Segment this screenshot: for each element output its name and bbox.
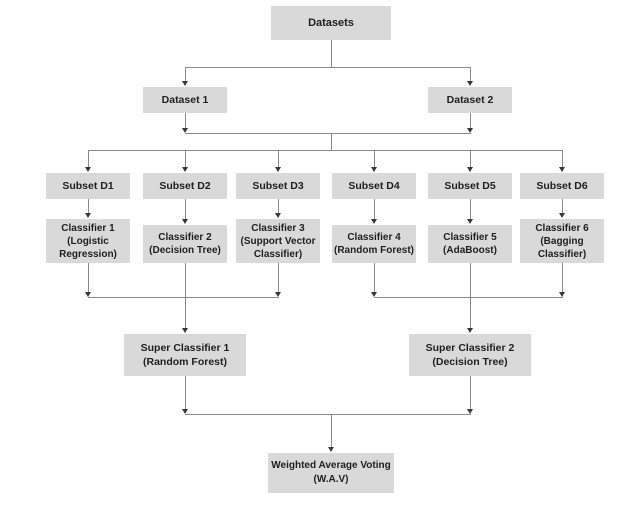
node-classifier-6: Classifier 6 (Bagging Classifier) — [520, 219, 604, 263]
node-classifier-5: Classifier 5 (AdaBoost) — [428, 225, 512, 263]
node-subset-d1: Subset D1 — [46, 173, 130, 199]
connector-line — [374, 297, 563, 298]
connector-line — [470, 113, 471, 128]
connector-arrowhead — [467, 219, 473, 224]
connector-arrowhead — [182, 219, 188, 224]
node-subset-d2: Subset D2 — [143, 173, 227, 199]
node-super-classifier-2: Super Classifier 2 (Decision Tree) — [409, 334, 531, 376]
connector-line — [278, 263, 279, 292]
node-datasets: Datasets — [271, 6, 391, 40]
connector-arrowhead — [182, 409, 188, 414]
connector-arrowhead — [467, 409, 473, 414]
connector-line — [278, 150, 279, 167]
connector-line — [562, 150, 563, 167]
connector-line — [185, 133, 471, 134]
node-classifier-3: Classifier 3 (Support Vector Classifier) — [236, 219, 320, 263]
connector-arrowhead — [467, 128, 473, 133]
connector-arrowhead — [467, 167, 473, 172]
connector-line — [470, 376, 471, 409]
connector-arrowhead — [182, 128, 188, 133]
connector-line — [278, 199, 279, 213]
connector-line — [562, 263, 563, 292]
connector-line — [88, 297, 279, 298]
connector-line — [185, 376, 186, 409]
connector-line — [470, 297, 471, 328]
connector-arrowhead — [467, 328, 473, 333]
connector-line — [185, 199, 186, 219]
connector-arrowhead — [182, 81, 188, 86]
connector-line — [374, 263, 375, 292]
connector-arrowhead — [371, 292, 377, 297]
connector-line — [374, 199, 375, 219]
connector-line — [331, 40, 332, 67]
connector-arrowhead — [275, 213, 281, 218]
connector-arrowhead — [559, 213, 565, 218]
node-super-classifier-1: Super Classifier 1 (Random Forest) — [124, 334, 246, 376]
connector-arrowhead — [328, 447, 334, 452]
connector-line — [331, 133, 332, 150]
node-subset-d5: Subset D5 — [428, 173, 512, 199]
connector-line — [185, 67, 471, 68]
node-weighted-average-voting: Weighted Average Voting (W.A.V) — [268, 453, 394, 493]
connector-line — [470, 263, 471, 297]
connector-arrowhead — [559, 292, 565, 297]
connector-line — [470, 150, 471, 167]
connector-line — [185, 297, 186, 328]
node-subset-d6: Subset D6 — [520, 173, 604, 199]
connector-arrowhead — [182, 328, 188, 333]
connector-line — [88, 263, 89, 292]
connector-line — [470, 67, 471, 81]
connector-arrowhead — [371, 219, 377, 224]
connector-line — [562, 199, 563, 213]
node-subset-d4: Subset D4 — [332, 173, 416, 199]
connector-arrowhead — [182, 167, 188, 172]
connector-line — [331, 414, 332, 447]
node-subset-d3: Subset D3 — [236, 173, 320, 199]
connector-arrowhead — [559, 167, 565, 172]
connector-line — [374, 150, 375, 167]
connector-line — [88, 150, 89, 167]
connector-line — [185, 67, 186, 81]
connector-line — [185, 150, 186, 167]
node-dataset-1: Dataset 1 — [143, 87, 227, 113]
connector-line — [185, 113, 186, 128]
connector-line — [185, 263, 186, 297]
node-classifier-4: Classifier 4 (Random Forest) — [332, 225, 416, 263]
connector-arrowhead — [85, 292, 91, 297]
connector-arrowhead — [467, 81, 473, 86]
connector-arrowhead — [275, 292, 281, 297]
node-classifier-1: Classifier 1 (Logistic Regression) — [46, 219, 130, 263]
connector-line — [88, 199, 89, 213]
connector-arrowhead — [275, 167, 281, 172]
connector-arrowhead — [371, 167, 377, 172]
connector-line — [185, 414, 471, 415]
node-dataset-2: Dataset 2 — [428, 87, 512, 113]
connector-line — [470, 199, 471, 219]
node-classifier-2: Classifier 2 (Decision Tree) — [143, 225, 227, 263]
connector-line — [88, 150, 563, 151]
connector-arrowhead — [85, 167, 91, 172]
connector-arrowhead — [85, 213, 91, 218]
